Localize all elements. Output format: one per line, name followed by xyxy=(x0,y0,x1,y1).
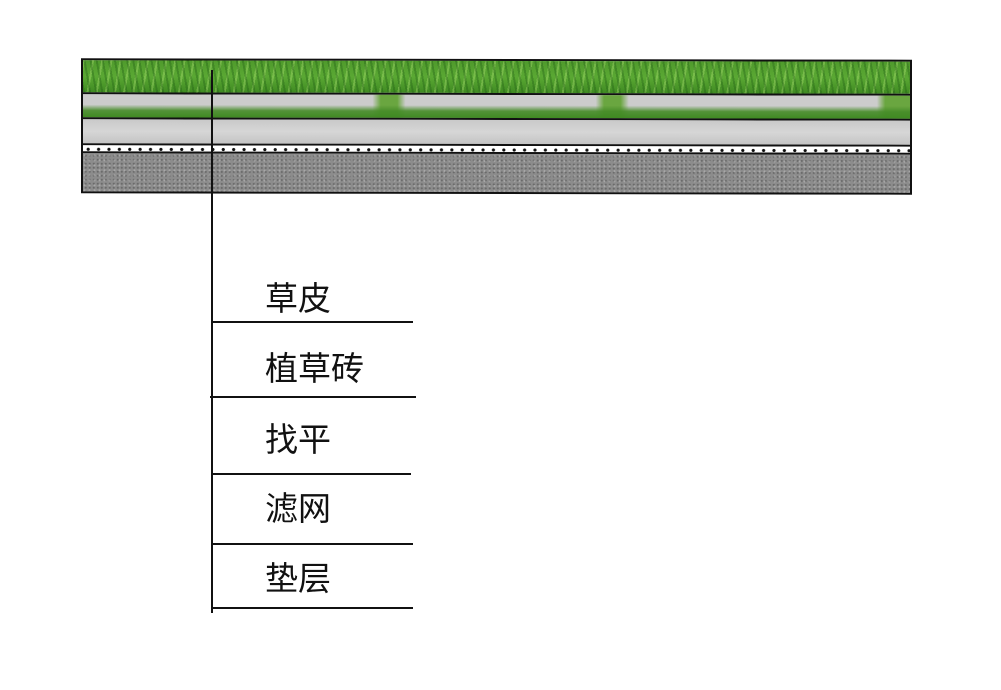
layer-grass-brick xyxy=(83,94,910,121)
layer-grass xyxy=(83,60,910,96)
label-underline xyxy=(212,321,413,323)
cross-section xyxy=(81,58,912,195)
leader-line xyxy=(211,70,213,613)
label-underline xyxy=(212,607,413,609)
label-grass: 草皮 xyxy=(265,279,331,318)
label-underline xyxy=(210,396,416,398)
label-underline xyxy=(212,473,411,475)
label-underline xyxy=(212,543,413,545)
label-grass-brick: 植草砖 xyxy=(265,349,364,388)
label-cushion: 垫层 xyxy=(265,559,331,598)
layer-leveling xyxy=(83,119,910,147)
label-leveling: 找平 xyxy=(265,420,331,459)
label-filter-mesh: 滤网 xyxy=(265,489,331,528)
layer-cushion xyxy=(83,153,910,193)
